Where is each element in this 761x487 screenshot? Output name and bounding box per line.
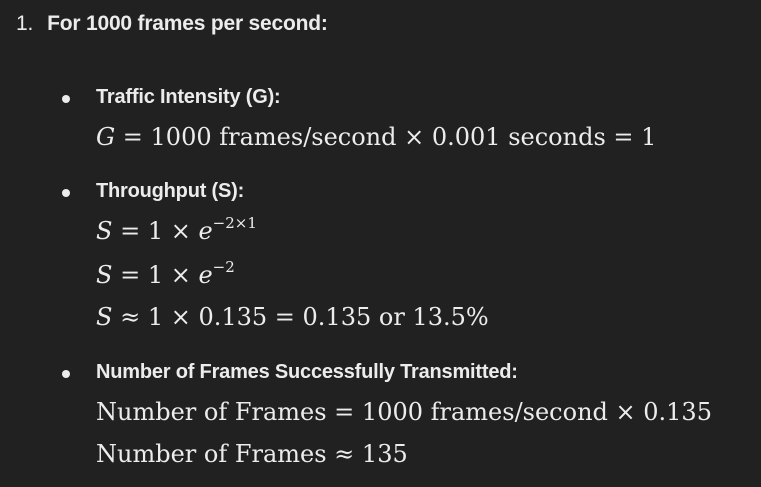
bullet-dot-icon xyxy=(62,370,70,378)
section-title: For 1000 frames per second: xyxy=(47,12,328,35)
equation-rhs: ≈ 1 × 0.135 = 0.135 or 13.5% xyxy=(112,303,489,331)
equation-frames-2: Number of Frames ≈ 135 xyxy=(96,440,408,468)
equation-lhs: S xyxy=(96,261,113,289)
bullet-label-throughput: Throughput (S): xyxy=(96,180,245,202)
equation-lhs: G xyxy=(96,123,116,151)
bullet-dot-icon xyxy=(62,95,70,103)
equation-throughput-1: S = 1 × e−2×1 xyxy=(96,214,257,246)
equation-exponent: −2×1 xyxy=(212,214,257,232)
equation-lhs: S xyxy=(96,303,113,331)
bullet-label-traffic-intensity: Traffic Intensity (G): xyxy=(96,86,281,108)
equation-mid: = 1 × xyxy=(112,217,199,245)
bullet-label-frames-transmitted: Number of Frames Successfully Transmitte… xyxy=(96,361,518,383)
equation-rhs: = 1000 frames/second × 0.001 seconds = 1 xyxy=(115,123,657,151)
equation-mid: = 1 × xyxy=(112,261,199,289)
equation-traffic-intensity: G = 1000 frames/second × 0.001 seconds =… xyxy=(96,123,656,151)
section-number: 1. xyxy=(16,12,34,35)
equation-exponent: −2 xyxy=(212,258,235,276)
bullet-dot-icon xyxy=(62,189,70,197)
section-heading: 1. For 1000 frames per second: xyxy=(16,12,328,36)
equation-base: e xyxy=(198,217,213,245)
equation-lhs: S xyxy=(96,217,113,245)
equation-throughput-2: S = 1 × e−2 xyxy=(96,258,235,290)
equation-throughput-3: S ≈ 1 × 0.135 = 0.135 or 13.5% xyxy=(96,303,489,331)
equation-frames-1: Number of Frames = 1000 frames/second × … xyxy=(96,398,712,426)
equation-base: e xyxy=(198,261,213,289)
